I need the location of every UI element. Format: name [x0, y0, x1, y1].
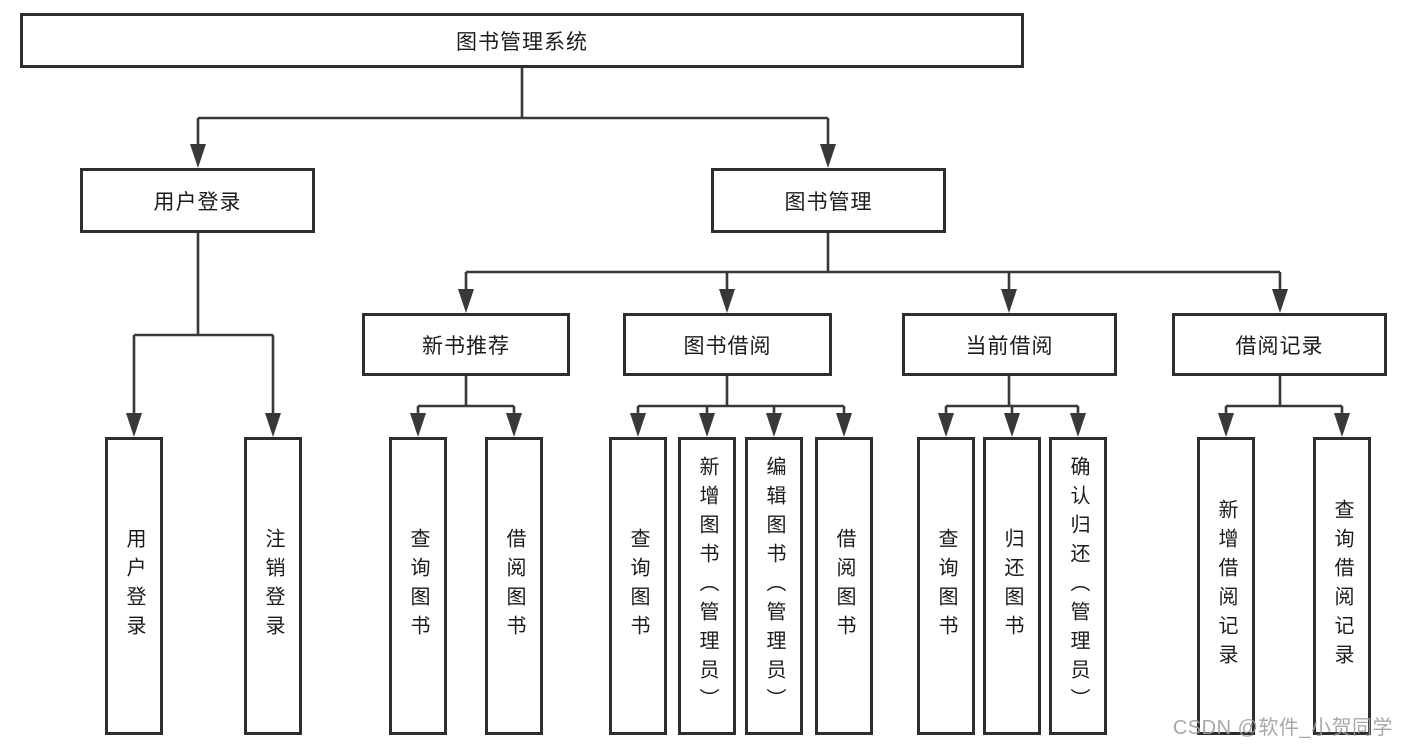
leaf-return-books-label: 归还图书 — [1001, 528, 1023, 644]
node-user-login-label: 用户登录 — [153, 190, 242, 214]
leaf-user-login-label: 用户登录 — [123, 528, 145, 644]
node-root: 图书管理系统 — [20, 13, 1024, 68]
leaf-query-books-recommend-label: 查询图书 — [407, 528, 429, 644]
node-book-management-label: 图书管理 — [784, 190, 873, 214]
node-new-book-recommendation: 新书推荐 — [362, 313, 570, 376]
node-current-borrowing-label: 当前借阅 — [965, 334, 1054, 358]
leaf-edit-books-admin: 编辑图书（管理员） — [745, 437, 803, 735]
node-book-borrowing: 图书借阅 — [623, 313, 832, 376]
leaf-add-borrow-record: 新增借阅记录 — [1197, 437, 1255, 735]
node-new-book-label: 新书推荐 — [422, 334, 510, 358]
leaf-logout-label: 注销登录 — [262, 528, 284, 644]
leaf-logout: 注销登录 — [244, 437, 302, 735]
leaf-confirm-return-admin: 确认归还（管理员） — [1049, 437, 1107, 735]
leaf-edit-books-admin-label: 编辑图书（管理员） — [763, 455, 785, 717]
leaf-add-books-admin-label: 新增图书（管理员） — [696, 455, 718, 717]
leaf-query-books-recommend: 查询图书 — [389, 437, 447, 735]
leaf-return-books: 归还图书 — [983, 437, 1041, 735]
leaf-borrow-books-recommend-label: 借阅图书 — [503, 528, 525, 644]
leaf-confirm-return-admin-label: 确认归还（管理员） — [1067, 455, 1089, 717]
node-root-label: 图书管理系统 — [456, 30, 588, 54]
leaf-user-login: 用户登录 — [105, 437, 163, 735]
leaf-query-borrow-record-label: 查询借阅记录 — [1331, 499, 1353, 673]
node-book-management: 图书管理 — [711, 168, 946, 233]
leaf-query-books-current: 查询图书 — [917, 437, 975, 735]
leaf-query-books-current-label: 查询图书 — [935, 528, 957, 644]
leaf-add-books-admin: 新增图书（管理员） — [678, 437, 736, 735]
node-book-borrowing-label: 图书借阅 — [683, 334, 772, 358]
leaf-query-books-borrow-label: 查询图书 — [627, 528, 649, 644]
node-current-borrowing: 当前借阅 — [902, 313, 1117, 376]
node-borrowing-records: 借阅记录 — [1172, 313, 1387, 376]
leaf-borrow-books-recommend: 借阅图书 — [485, 437, 543, 735]
leaf-query-books-borrow: 查询图书 — [609, 437, 667, 735]
leaf-borrow-books-label: 借阅图书 — [833, 528, 855, 644]
csdn-watermark: CSDN @软件_小贺同学 — [1172, 717, 1393, 739]
leaf-borrow-books: 借阅图书 — [815, 437, 873, 735]
node-borrowing-records-label: 借阅记录 — [1235, 334, 1324, 358]
node-user-login: 用户登录 — [80, 168, 315, 233]
leaf-query-borrow-record: 查询借阅记录 — [1313, 437, 1371, 735]
leaf-add-borrow-record-label: 新增借阅记录 — [1215, 499, 1237, 673]
